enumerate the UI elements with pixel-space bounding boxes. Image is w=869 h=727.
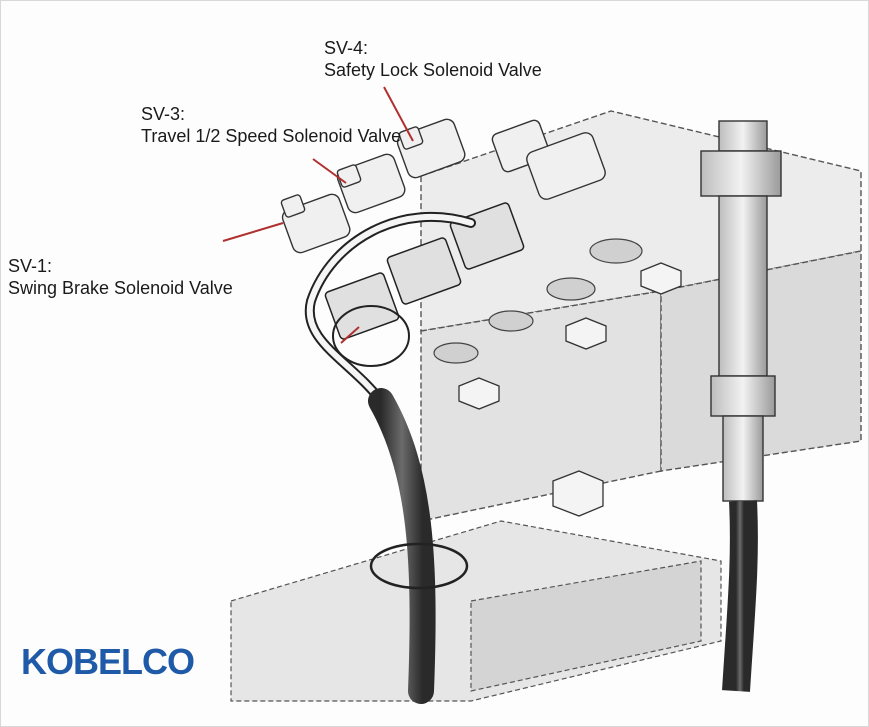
label-sv3: SV-3: Travel 1/2 Speed Solenoid Valve (141, 103, 401, 147)
valve-block (420, 110, 862, 522)
label-sv1-code: SV-1: (8, 256, 53, 276)
label-sv4: SV-4: Safety Lock Solenoid Valve (324, 37, 542, 81)
label-sv1-name: Swing Brake Solenoid Valve (8, 278, 233, 298)
hex-bolts (458, 262, 682, 517)
port-holes (433, 238, 643, 364)
kobelco-logo: KOBELCO (21, 641, 195, 682)
hydraulic-fitting (700, 120, 782, 502)
wire-harness (304, 211, 476, 704)
leader-lines (222, 86, 414, 344)
label-sv4-name: Safety Lock Solenoid Valve (324, 60, 542, 80)
label-sv3-code: SV-3: (141, 104, 186, 124)
lower-manifold (230, 520, 722, 702)
label-sv3-name: Travel 1/2 Speed Solenoid Valve (141, 126, 402, 146)
label-sv4-code: SV-4: (324, 38, 369, 58)
connectors (324, 202, 525, 340)
label-sv1: SV-1: Swing Brake Solenoid Valve (8, 255, 233, 299)
hydraulic-hose (722, 500, 758, 692)
